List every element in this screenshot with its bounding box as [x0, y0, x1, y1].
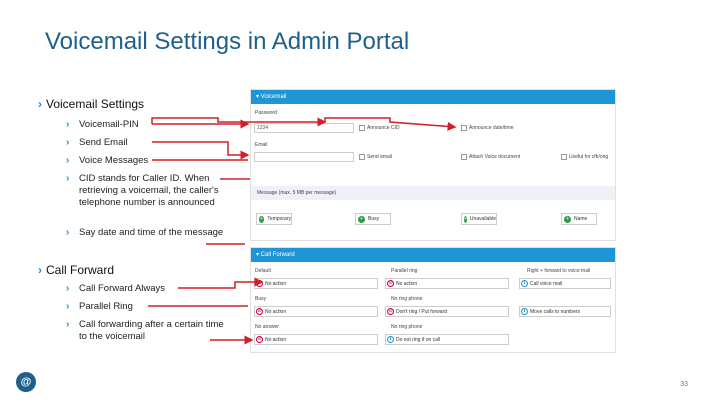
info-icon: ℹ: [387, 336, 394, 343]
greetings-label: Message (max. 5 MB per message): [257, 190, 337, 196]
cf-busy-field[interactable]: [254, 306, 378, 317]
checkbox-box[interactable]: [359, 125, 365, 131]
cf-dont-ring-label: No ring phone: [391, 324, 423, 330]
cf-ring-none: No ring phone: [391, 296, 423, 302]
email-label: Email: [255, 142, 268, 148]
cf-dont-ring-field[interactable]: [385, 334, 509, 345]
bullet-voice-messages: ›Voice Messages: [66, 155, 149, 166]
announce-datetime-checkbox[interactable]: Announce date/time: [461, 125, 513, 131]
voicemail-panel-header[interactable]: ▾ Voicemail: [251, 90, 615, 104]
cf-ring-field[interactable]: [385, 278, 509, 289]
no-entry-icon: ⊘: [387, 280, 394, 287]
company-logo-icon: @: [16, 372, 36, 392]
chevron-right-icon: ›: [66, 283, 70, 294]
cf-busy-no-action[interactable]: ⊘No action: [256, 308, 287, 315]
cf-ring-opt[interactable]: ⊘Don't ring / Put forward: [387, 308, 447, 315]
cf-default-no-action[interactable]: ⊘No action: [256, 280, 287, 287]
chevron-right-icon: ›: [66, 137, 70, 148]
cf-ring-no-action[interactable]: ⊘No action: [387, 280, 418, 287]
call-forward-heading: › Call Forward: [38, 263, 114, 277]
cf-vm-forward-field[interactable]: [519, 306, 611, 317]
no-entry-icon: ⊘: [256, 336, 263, 343]
announce-cid-checkbox[interactable]: Announce CID: [359, 125, 400, 131]
use-for-cfb-checkbox[interactable]: Useful for cfb/orig: [561, 154, 608, 160]
cf-no-answer-label: No answer: [255, 324, 279, 330]
chevron-right-icon: ›: [66, 301, 70, 312]
cf-no-answer-no-action[interactable]: ⊘No action: [256, 336, 287, 343]
attach-voice-checkbox[interactable]: Attach Voice document: [461, 154, 520, 160]
cf-col-default: Default: [255, 268, 271, 274]
checkbox-box[interactable]: [561, 154, 567, 160]
chevron-right-icon: ›: [66, 227, 70, 238]
call-forward-panel: ▾ Call Forward Default Parallel ring Rig…: [250, 247, 616, 353]
cf-col-vm: Right + forward to voice mail: [527, 268, 591, 274]
no-entry-icon: ⊘: [256, 280, 263, 287]
slide-title: Voicemail Settings in Admin Portal: [45, 28, 410, 55]
plus-icon[interactable]: +: [464, 215, 467, 223]
email-field[interactable]: [254, 152, 354, 162]
chevron-right-icon: ›: [38, 263, 42, 277]
chevron-right-icon: ›: [66, 119, 70, 130]
bullet-forward-after-time: ›Call forwarding after a certain time to…: [66, 319, 224, 342]
voicemail-settings-heading-text: Voicemail Settings: [46, 97, 145, 111]
chevron-right-icon: ›: [38, 97, 42, 111]
plus-icon[interactable]: +: [259, 215, 265, 223]
send-email-checkbox[interactable]: Send email: [359, 154, 392, 160]
plus-icon[interactable]: +: [564, 215, 571, 223]
checkbox-box[interactable]: [461, 154, 467, 160]
bullet-cid: ›CID stands for Caller ID. When retrievi…: [66, 173, 219, 208]
plus-icon[interactable]: +: [358, 215, 365, 223]
greetings-strip: Message (max. 5 MB per message): [251, 186, 615, 200]
page-number: 33: [680, 381, 688, 388]
cf-vm-field[interactable]: [519, 278, 611, 289]
greeting-unavailable[interactable]: +Unavailable: [461, 213, 497, 225]
voicemail-settings-heading: › Voicemail Settings: [38, 97, 144, 111]
bullet-call-forward-always: ›Call Forward Always: [66, 283, 166, 294]
checkbox-box[interactable]: [359, 154, 365, 160]
bullet-send-email: ›Send Email: [66, 137, 128, 148]
checkbox-box[interactable]: [461, 125, 467, 131]
cf-busy-label: Busy: [255, 296, 267, 302]
greeting-temporary[interactable]: +Temporary: [256, 213, 292, 225]
voicemail-panel: ▾ Voicemail Password 1234 Announce CID A…: [250, 89, 616, 241]
forward-icon: ℹ: [521, 308, 528, 315]
cf-no-answer-field[interactable]: [254, 334, 378, 345]
no-entry-icon: ⊘: [387, 308, 394, 315]
cf-col-ring: Parallel ring: [391, 268, 418, 274]
chevron-right-icon: ›: [66, 155, 70, 166]
bullet-voicemail-pin: ›Voicemail-PIN: [66, 119, 139, 130]
greeting-name[interactable]: +Name: [561, 213, 597, 225]
bullet-parallel-ring: ›Parallel Ring: [66, 301, 133, 312]
cf-ring-opt-field[interactable]: [385, 306, 509, 317]
password-field[interactable]: 1234: [254, 123, 354, 133]
no-entry-icon: ⊘: [256, 308, 263, 315]
chevron-right-icon: ›: [66, 173, 70, 184]
call-forward-panel-header[interactable]: ▾ Call Forward: [251, 248, 615, 262]
bullet-date-time: ›Say date and time of the message: [66, 227, 224, 238]
chevron-right-icon: ›: [66, 319, 70, 330]
voicemail-icon: ℹ: [521, 280, 528, 287]
call-forward-heading-text: Call Forward: [46, 263, 115, 277]
greeting-busy[interactable]: +Busy: [355, 213, 391, 225]
password-label: Password: [255, 110, 277, 116]
